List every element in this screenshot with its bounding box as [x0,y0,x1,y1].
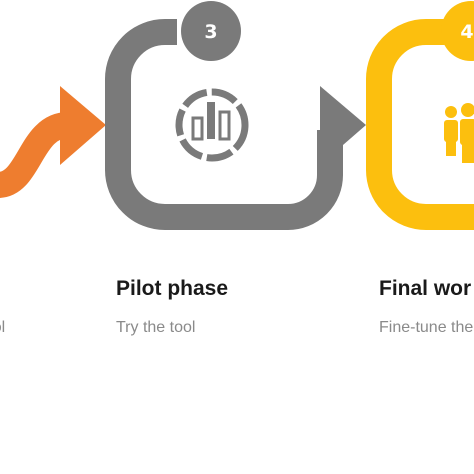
step-4-title: Final wor [379,277,472,300]
step-3-title: Pilot phase [116,277,229,300]
step-2-connector [0,112,70,198]
step-3-description: Try the tool [116,319,196,336]
step-3-number-badge [181,1,241,61]
step-2-description: e tool [0,319,6,336]
step-4-loop-shape [366,19,474,230]
step-3-graphic: 3 [105,1,366,230]
step-4-number: 4 [460,21,473,43]
step-2-graphic [0,86,106,198]
step-4-number-badge [441,1,474,61]
step-2-arrow-head [60,86,106,165]
step-3-arrow-head [320,86,366,165]
step-4-description: Fine-tune the tool [379,319,474,336]
step-3-loop-shape [105,19,343,230]
people-group-icon [444,103,474,163]
step-4-graphic: 4 [366,1,474,230]
bar-chart-ring-icon [175,88,249,162]
step-3-number: 3 [204,21,217,43]
